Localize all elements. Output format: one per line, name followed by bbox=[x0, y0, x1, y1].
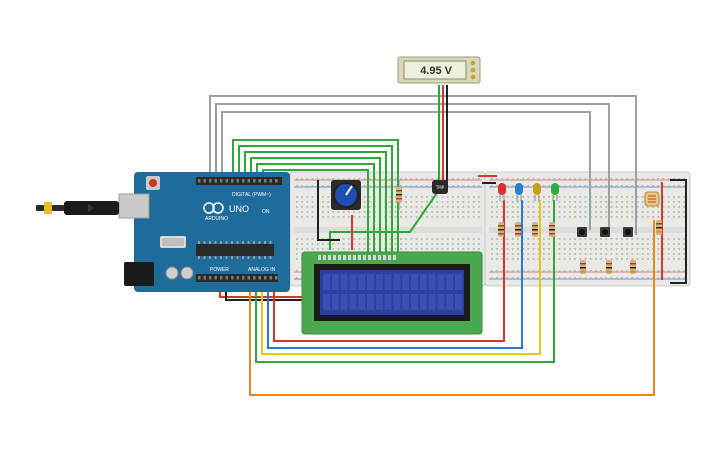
temperature-sensor-icon[interactable]: TMP bbox=[432, 180, 448, 194]
resistor bbox=[549, 222, 555, 237]
led-resistors bbox=[498, 222, 555, 237]
brand-label: ARDUINO bbox=[205, 216, 228, 222]
resistor bbox=[630, 260, 636, 274]
button-resistors bbox=[580, 260, 636, 274]
wire-group-green-lcd[interactable] bbox=[232, 139, 399, 255]
resistor-pot bbox=[396, 180, 402, 210]
power-label: POWER bbox=[210, 267, 229, 273]
resistor bbox=[498, 222, 504, 237]
usb-cable-icon[interactable] bbox=[36, 201, 119, 215]
led-yellow[interactable] bbox=[533, 183, 541, 201]
pushbutton-icon[interactable] bbox=[623, 227, 633, 237]
wire-group-signals[interactable] bbox=[249, 200, 655, 396]
resistor bbox=[532, 222, 538, 237]
wire-group-sensor[interactable] bbox=[329, 85, 448, 250]
digital-label: DIGITAL (PWM~) bbox=[232, 192, 271, 198]
arduino-uno-board[interactable]: DIGITAL (PWM~) UNO ARDUINO ON POWER ANAL… bbox=[118, 172, 290, 292]
resistor bbox=[606, 260, 612, 274]
reset-button[interactable] bbox=[149, 179, 157, 187]
pushbutton-row bbox=[577, 227, 633, 237]
analog-label: ANALOG IN bbox=[248, 267, 276, 273]
led-blue[interactable] bbox=[515, 183, 523, 201]
arduino-logo-icon bbox=[203, 202, 224, 214]
power-jack bbox=[124, 262, 154, 286]
resistor-photo bbox=[656, 220, 662, 235]
led-red[interactable] bbox=[498, 183, 506, 201]
resistor bbox=[515, 222, 521, 237]
microcontroller-chip bbox=[196, 244, 274, 256]
led-green[interactable] bbox=[551, 183, 559, 201]
potentiometer-icon[interactable] bbox=[331, 180, 361, 210]
led-row bbox=[498, 183, 559, 201]
pushbutton-icon[interactable] bbox=[600, 227, 610, 237]
voltmeter-reading: 4.95 V bbox=[420, 65, 452, 77]
pushbutton-icon[interactable] bbox=[577, 227, 587, 237]
photoresistor-icon[interactable] bbox=[644, 191, 660, 207]
lcd-display[interactable] bbox=[301, 251, 483, 335]
voltmeter[interactable]: 4.95 V bbox=[397, 56, 481, 84]
resistor bbox=[580, 260, 586, 274]
board-name: UNO bbox=[229, 204, 249, 214]
sensor-label: TMP bbox=[435, 185, 445, 190]
breadboard-right[interactable] bbox=[484, 171, 691, 287]
wire-group-gray[interactable] bbox=[209, 95, 637, 235]
usb-port bbox=[118, 193, 150, 219]
on-label: ON bbox=[262, 209, 270, 215]
